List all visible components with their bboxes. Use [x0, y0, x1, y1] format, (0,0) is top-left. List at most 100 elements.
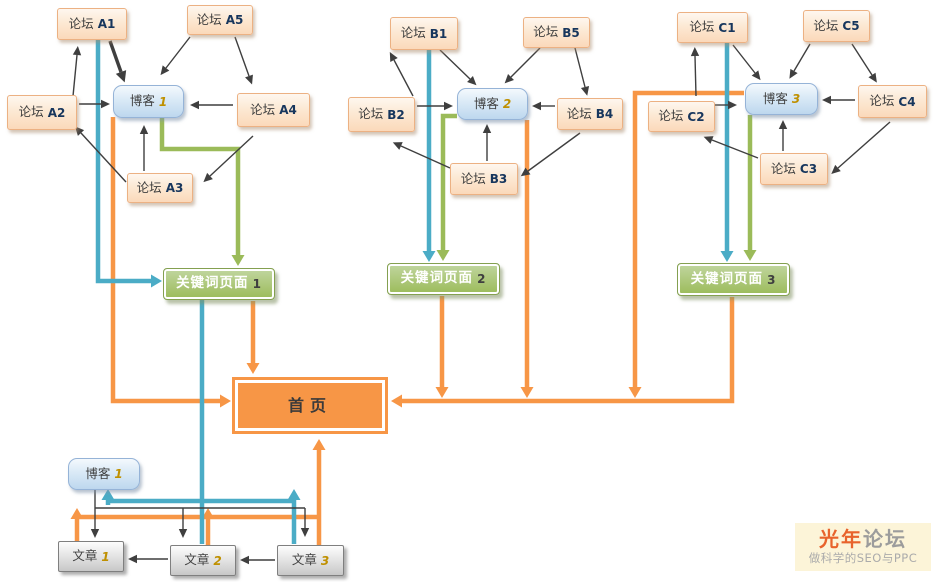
edge-forum-c1-to-blog-3-arrowhead: [751, 70, 761, 81]
edge-forum-a4-to-forum-a3: [209, 135, 254, 177]
edge-forum-b2-to-blog-2-arrowhead: [444, 101, 453, 111]
node-forum-c3-id: C3: [799, 162, 818, 176]
edge-article-3-to-home-arrowhead: [312, 439, 326, 450]
node-article-1-id: 1: [101, 549, 110, 564]
edge-forum-c2-to-forum-c1: [694, 55, 697, 97]
edge-blog-2-to-keyword-page-2-arrowhead: [436, 250, 450, 261]
edge-blog-2-to-keyword-page-2: [440, 113, 457, 250]
node-forum-b1-id: B1: [429, 26, 448, 41]
edge-forum-b3-to-forum-b2-arrowhead: [392, 142, 403, 150]
node-forum-a3-label: 论坛: [136, 179, 162, 195]
node-blog-1-bottom-id: 1: [114, 467, 123, 481]
edge-blog-3-to-home-line-arrowhead: [628, 387, 642, 398]
node-blog-3-label: 博客: [762, 90, 788, 106]
node-keyword-page-2-id: 2: [477, 272, 487, 286]
edge-forum-a3-to-forum-a2: [80, 132, 127, 183]
node-article-3-id: 3: [320, 553, 330, 568]
node-forum-c4-id: C4: [898, 94, 916, 109]
edge-forum-a4-to-forum-a3-arrowhead: [203, 172, 213, 183]
node-keyword-page-1-id: 1: [252, 277, 262, 291]
edge-forum-a1-to-blog-1-thick-arrowhead: [115, 70, 127, 83]
node-article-2-id: 2: [213, 553, 222, 568]
edge-forum-c1-to-blog-3: [732, 44, 756, 74]
node-forum-b2-id: B2: [387, 107, 405, 122]
edge-forum-c3-to-blog-3-arrowhead: [778, 120, 788, 129]
node-blog-3-id: 3: [791, 92, 801, 106]
edge-blog-1-to-keyword-page-1: [159, 117, 241, 255]
edge-forum-a5-to-forum-a4: [234, 36, 250, 77]
node-forum-a4-label: 论坛: [250, 101, 276, 117]
edge-forum-c3-to-forum-c2-arrowhead: [703, 136, 714, 144]
edge-forum-b5-to-forum-b4-arrowhead: [580, 85, 590, 96]
edge-keyword-page-3-to-home-arrowhead: [391, 394, 402, 408]
edge-forum-c4-to-blog-3-arrowhead: [822, 95, 831, 105]
edge-forum-c4-to-forum-c3: [837, 121, 891, 169]
edge-forum-c2-to-blog-3-arrowhead: [728, 100, 737, 110]
edge-forum-c3-to-forum-c2: [711, 139, 759, 159]
edge-forum-a2-to-forum-a1-arrowhead: [72, 46, 82, 56]
edge-forum-b3-to-blog-2-arrowhead: [482, 124, 492, 133]
edge-to-blog-1-bottom-arrow-arrowhead: [101, 489, 115, 500]
watermark-title-rest: 论坛: [863, 527, 907, 551]
edge-blog-2-to-home-line-arrowhead: [520, 387, 534, 398]
node-forum-b3-id: B3: [489, 172, 508, 186]
edge-blog-1-to-keyword-page-1-arrowhead: [231, 255, 245, 266]
node-blog-2-label: 博客: [473, 95, 499, 111]
node-forum-a5-id: A5: [225, 13, 244, 27]
node-article-1-label: 文章: [72, 548, 98, 564]
edge-forum-b5-to-blog-2: [510, 47, 541, 78]
edge-forum-a5-to-forum-a4-arrowhead: [245, 74, 253, 85]
edge-forum-a2-to-blog-1-arrowhead: [101, 99, 110, 109]
edge-forum-c5-to-blog-3: [793, 43, 811, 72]
edge-forum-a1-to-keyword-page-1-arrowhead: [151, 274, 162, 288]
edge-keyword-page-2-to-home-line-arrowhead: [435, 387, 449, 398]
node-article-2-label: 文章: [184, 552, 210, 568]
node-forum-a1-id: A1: [97, 17, 116, 31]
watermark-title-accent: 光年: [819, 527, 863, 551]
node-keyword-page-3-id: 3: [767, 272, 777, 287]
edge-forum-a5-to-blog-1: [165, 36, 191, 69]
node-forum-b5-label: 论坛: [533, 24, 559, 40]
edge-forum-b1-to-blog-2-arrowhead: [467, 75, 477, 86]
edge-blog-1-bottom-to-article-1-arrowhead: [90, 529, 100, 538]
node-forum-c1-label: 论坛: [689, 19, 715, 35]
edge-forum-b4-to-blog-2-arrowhead: [532, 101, 541, 111]
edge-branch-to-article-3-arrowhead: [300, 528, 310, 537]
edge-forum-c5-to-blog-3-arrowhead: [789, 68, 798, 79]
edge-blog-3-to-home-line: [632, 90, 744, 387]
edge-blog-1-to-home-arrowhead: [220, 394, 231, 408]
node-forum-c1-id: C1: [718, 20, 736, 35]
node-keyword-page-1-label: 关键词页面: [176, 275, 249, 292]
edge-forum-b3-to-forum-b2: [400, 145, 451, 169]
node-blog-1-bottom-label: 博客: [85, 465, 111, 481]
node-forum-b5-id: B5: [562, 25, 580, 40]
node-forum-c3-label: 论坛: [770, 160, 796, 176]
node-forum-b2-label: 论坛: [358, 106, 384, 122]
edge-forum-c1-to-keyword-page-3-arrowhead: [720, 251, 734, 262]
edge-forum-c5-to-forum-c4: [851, 43, 873, 76]
edge-forum-b4-to-forum-b3: [527, 132, 581, 172]
node-forum-b4-label: 论坛: [566, 105, 592, 121]
watermark: 光年论坛 做科学的SEO与PPC: [795, 523, 931, 571]
edge-forum-a3-to-forum-a2-arrowhead: [74, 126, 85, 136]
edge-forum-b1-to-keyword-page-2-arrowhead: [422, 251, 436, 262]
